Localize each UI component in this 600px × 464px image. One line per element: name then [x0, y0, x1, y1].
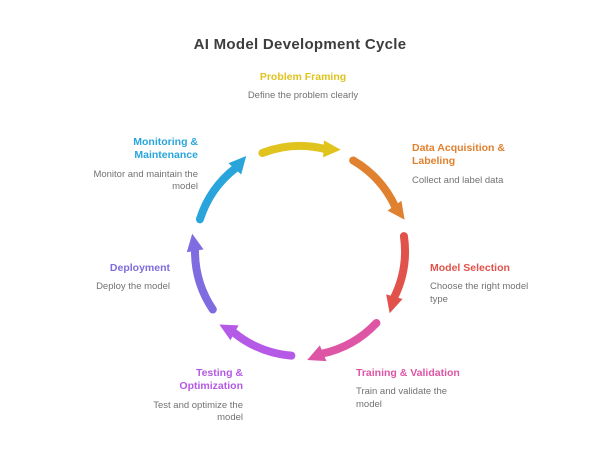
stage-description: Choose the right model type	[430, 281, 529, 305]
cycle-arrow-deployment	[191, 245, 217, 314]
stage-model-selection: Model Selection Choose the right model t…	[430, 262, 542, 307]
stage-deployment: Deployment Deploy the model	[62, 262, 170, 294]
stage-description: Test and optimize the model	[153, 399, 243, 424]
page-title: AI Model Development Cycle	[193, 36, 407, 53]
stage-title: Training & Validation	[356, 367, 460, 379]
stage-monitoring-maintenance: Monitoring & Maintenance Monitor and mai…	[90, 136, 198, 194]
stage-description: Monitor and maintain the model	[93, 168, 198, 193]
stage-description: Train and validate the model	[356, 386, 448, 410]
stage-training-validation: Training & Validation Train and validate…	[356, 367, 464, 412]
cycle-arrowhead-model-selection	[386, 294, 403, 314]
stage-title: Deployment	[109, 262, 170, 274]
stage-title: Model Selection	[430, 262, 510, 274]
stage-title: Testing & Optimization	[179, 367, 243, 393]
cycle-arrowhead-problem-framing	[323, 140, 341, 158]
cycle-arrow-monitoring-maintenance	[195, 164, 240, 224]
stage-title: Problem Framing	[259, 71, 347, 83]
cycle-arrow-problem-framing	[258, 142, 329, 157]
stage-description: Deploy the model	[96, 281, 170, 293]
cycle-arrowhead-deployment	[186, 233, 204, 253]
stage-problem-framing: Problem Framing Define the problem clear…	[247, 71, 359, 103]
cycle-arrow-training-validation	[318, 318, 381, 358]
stage-testing-optimization: Testing & Optimization Test and optimize…	[135, 367, 243, 425]
stage-description: Define the problem clearly	[247, 90, 359, 102]
cycle-arrowhead-testing-optimization	[219, 324, 239, 341]
cycle-arrowhead-training-validation	[307, 345, 327, 362]
stage-data-acquisition-labeling: Data Acquisition & Labeling Collect and …	[412, 142, 524, 187]
cycle-arrow-model-selection	[390, 232, 409, 302]
cycle-arrowhead-data-acquisition-labeling	[387, 200, 405, 220]
cycle-arrow-testing-optimization	[229, 328, 296, 360]
stage-title: Monitoring & Maintenance	[133, 136, 198, 162]
stage-title: Data Acquisition & Labeling	[412, 142, 505, 168]
cycle-arrow-data-acquisition-labeling	[349, 156, 400, 211]
stage-description: Collect and label data	[412, 174, 504, 186]
cycle-arrowhead-monitoring-maintenance	[228, 155, 247, 175]
